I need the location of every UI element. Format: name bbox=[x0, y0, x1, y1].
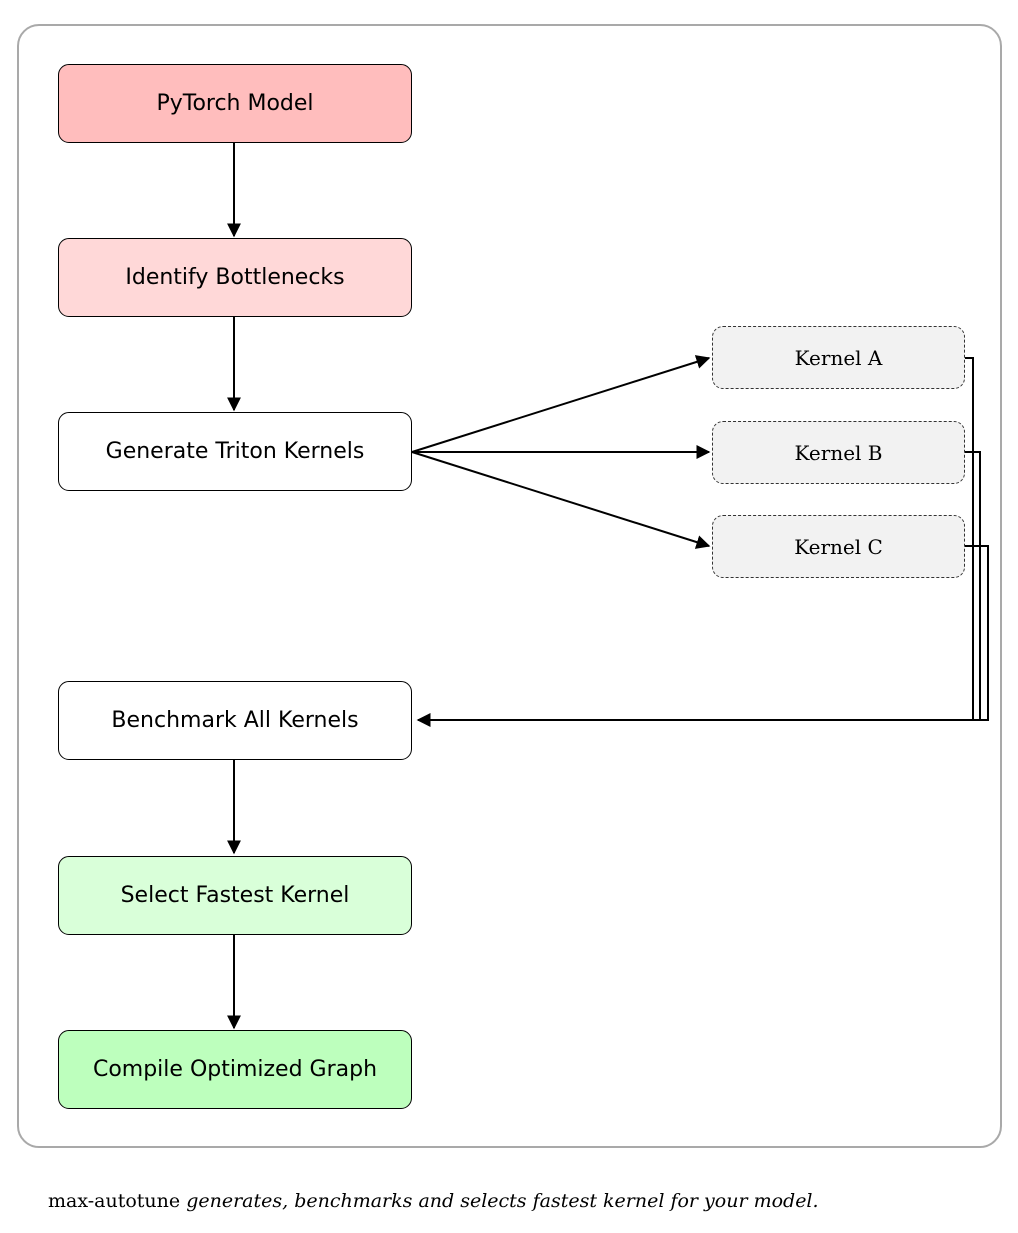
node-generate-triton-kernels: Generate Triton Kernels bbox=[58, 412, 412, 491]
node-select-fastest-kernel: Select Fastest Kernel bbox=[58, 856, 412, 935]
caption-code: max-autotune bbox=[48, 1190, 181, 1212]
node-kernel-a: Kernel A bbox=[712, 326, 965, 389]
diagram-frame bbox=[17, 24, 1002, 1148]
connector-kernel-c-to-benchmark bbox=[418, 545, 989, 721]
arrow-generate-to-kernel-a bbox=[411, 355, 711, 453]
connector-kernel-b-to-benchmark bbox=[418, 451, 981, 721]
node-identify-bottlenecks: Identify Bottlenecks bbox=[58, 238, 412, 317]
node-kernel-b: Kernel B bbox=[712, 421, 965, 484]
arrow-generate-to-kernel-c bbox=[411, 451, 711, 549]
node-compile-optimized-graph: Compile Optimized Graph bbox=[58, 1030, 412, 1109]
node-benchmark-all-kernels: Benchmark All Kernels bbox=[58, 681, 412, 760]
node-pytorch-model: PyTorch Model bbox=[58, 64, 412, 143]
node-kernel-c: Kernel C bbox=[712, 515, 965, 578]
caption-text: generates, benchmarks and selects fastes… bbox=[186, 1190, 819, 1212]
caption: max-autotune generates, benchmarks and s… bbox=[48, 1190, 819, 1212]
